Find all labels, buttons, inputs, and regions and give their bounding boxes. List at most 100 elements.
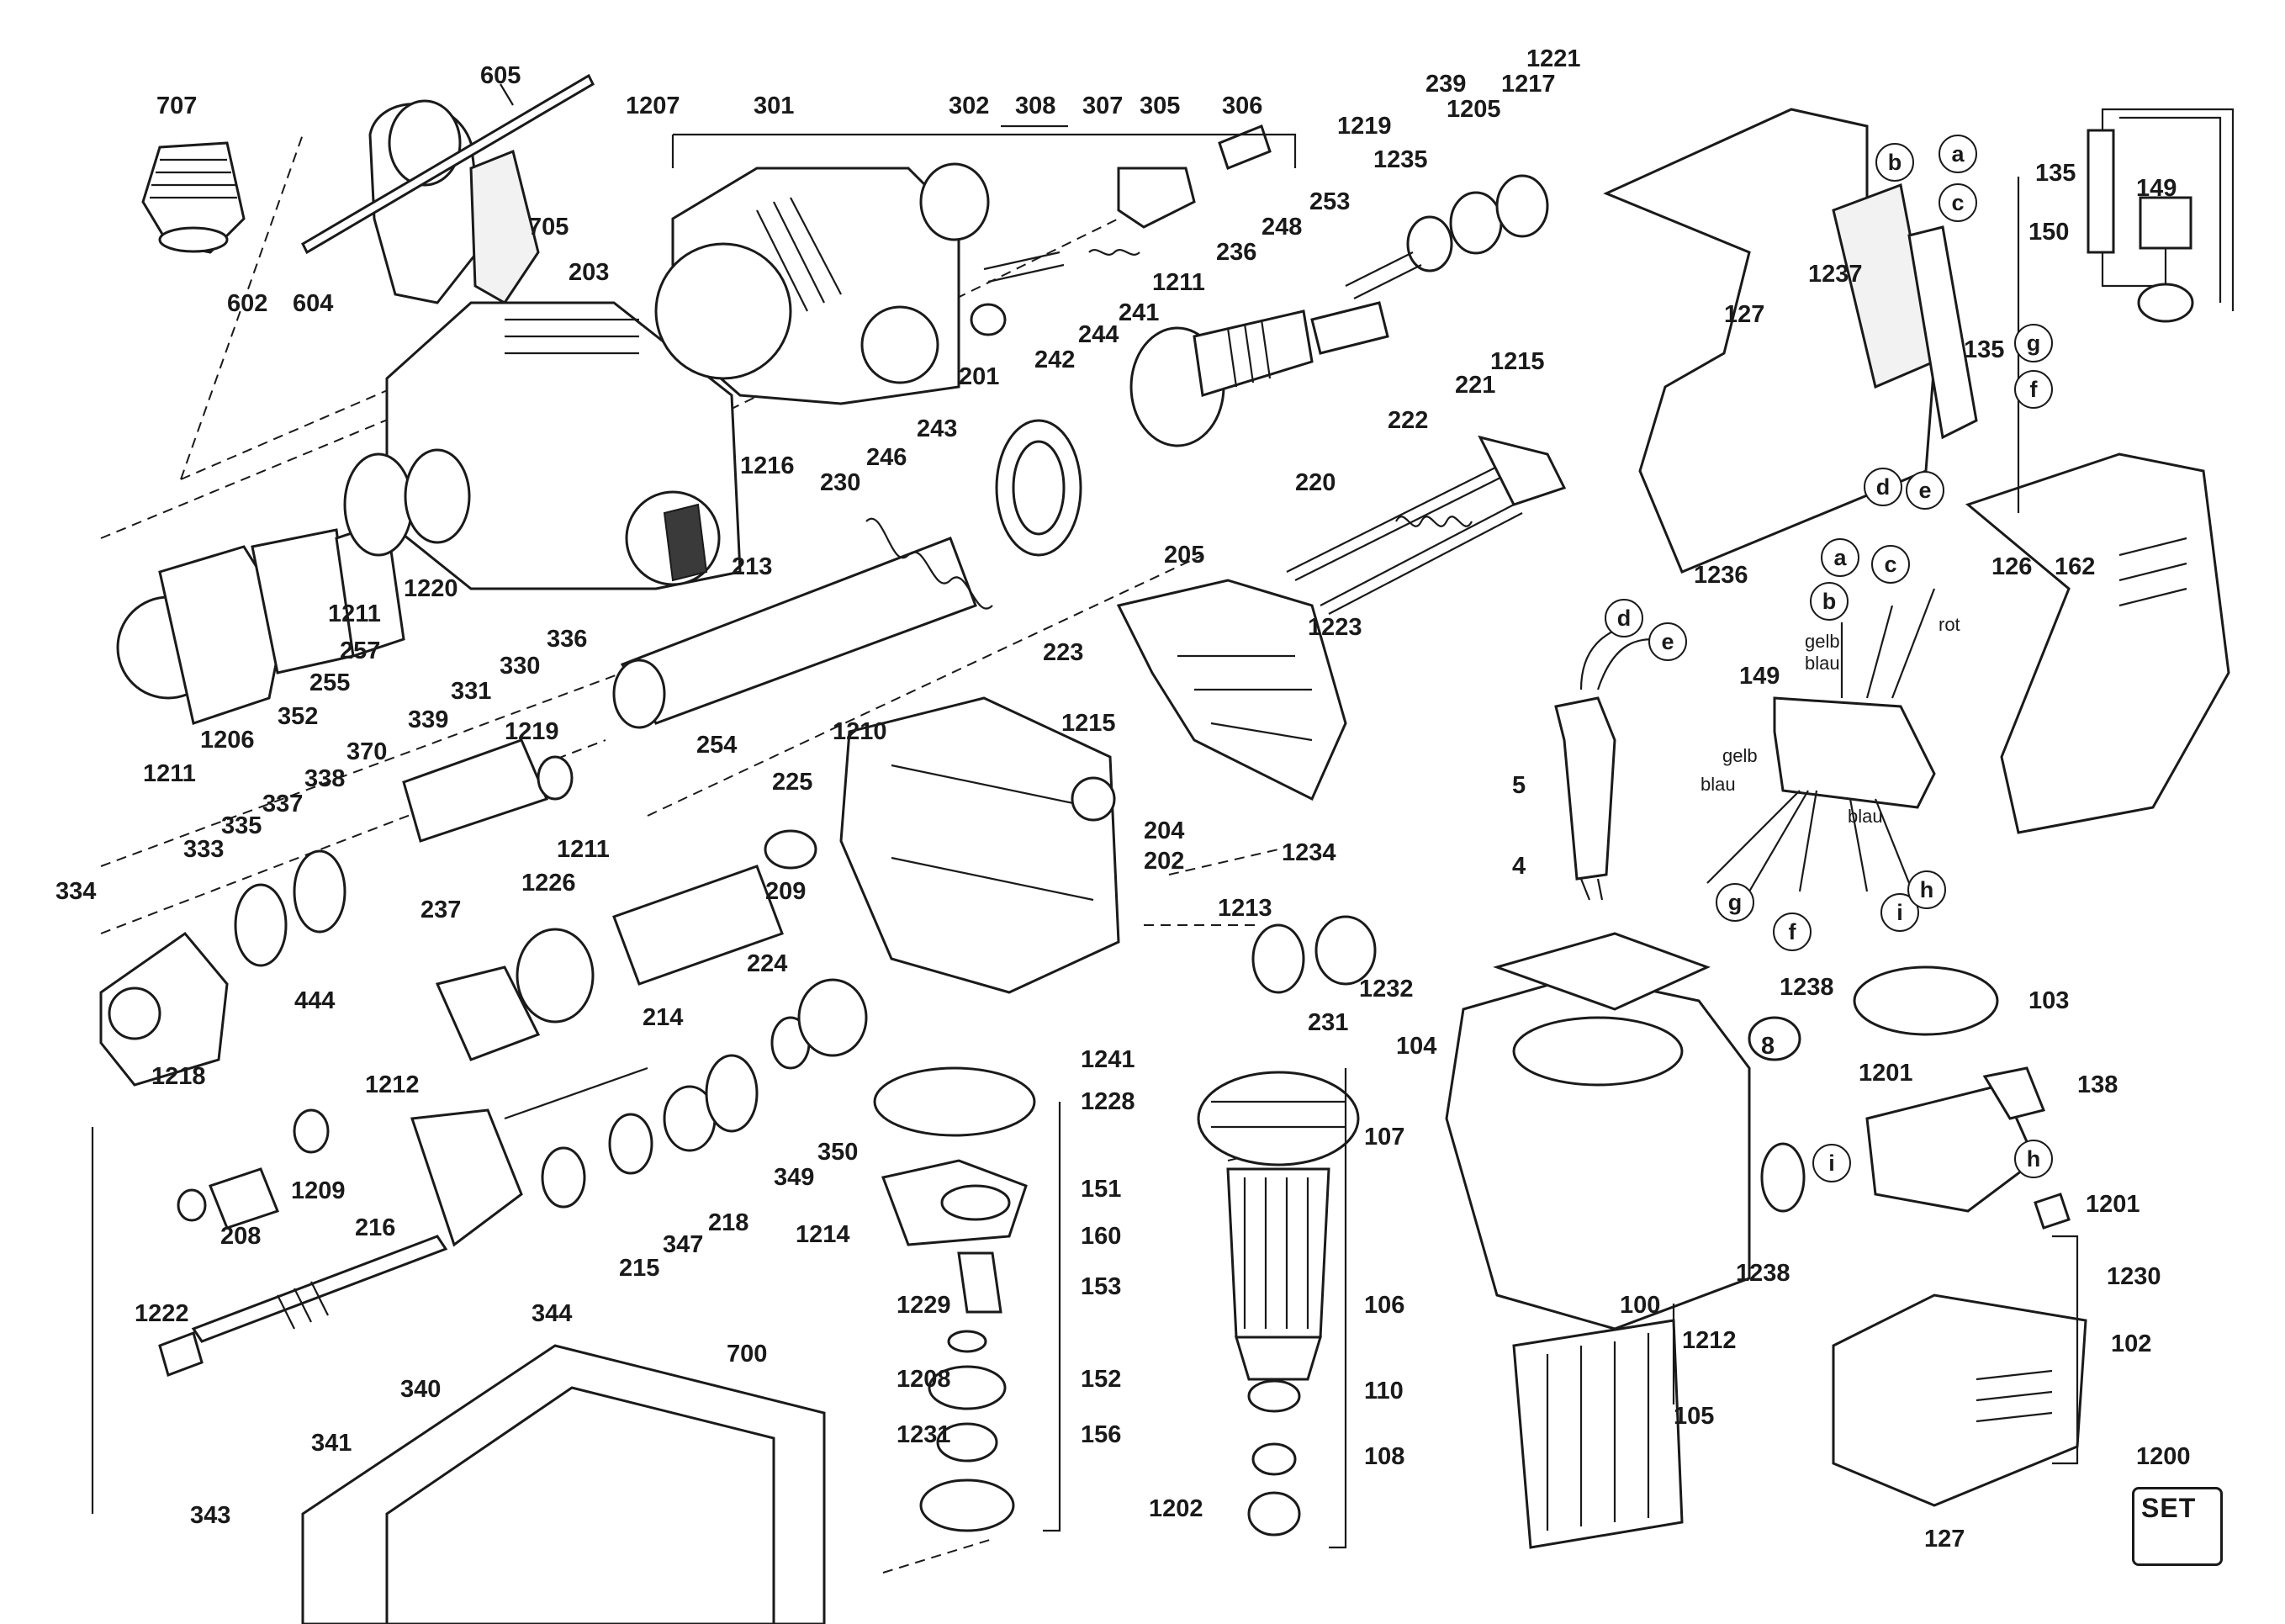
part-label: 242 [1034,346,1076,373]
part-label: 335 [221,812,262,839]
part-label: 205 [1164,542,1205,569]
part-label: 1219 [505,718,559,745]
part-label: 1202 [1149,1495,1203,1522]
connector-badge: g [1716,883,1754,922]
part-label: 1216 [740,452,795,479]
part-label: 246 [866,444,907,471]
part-label: 237 [421,897,462,923]
part-label: 337 [262,791,304,817]
part-label: 1230 [2107,1263,2161,1290]
part-label: 1211 [328,600,381,627]
connector-badge: i [1812,1144,1851,1182]
bushing-208 [177,1108,330,1230]
part-label: 225 [772,769,813,796]
part-label: 1218 [151,1063,206,1090]
part-label: 305 [1140,93,1181,119]
part-label: 1212 [1682,1327,1737,1354]
part-label: 138 [2077,1071,2118,1098]
tool-holder-334 [99,738,574,1087]
gear-block-301 [654,162,990,405]
part-label: 105 [1674,1403,1715,1430]
connector-badge: d [1605,599,1643,637]
springs-upper [970,124,1272,336]
part-label: 604 [293,290,334,317]
bearing-plate-231 [1251,915,1377,994]
part-label: 255 [309,669,351,696]
part-label: 344 [532,1300,573,1327]
connector-badge: e [1906,471,1944,510]
part-label: 1207 [626,93,680,119]
part-label: 444 [294,987,336,1014]
part-label: 1226 [521,870,576,897]
part-label: 334 [56,878,97,905]
connector-badge: h [1907,870,1946,909]
drive-shaft-341 [158,1066,648,1377]
part-label: 244 [1078,321,1119,348]
part-label: 1211 [557,836,610,863]
switch-schematic [2087,108,2235,323]
part-label: 343 [190,1502,231,1529]
set-badge: SET [2132,1487,2223,1566]
connector-badge: b [1810,582,1849,621]
connector-badge: h [2014,1140,2053,1178]
part-label: 1201 [1859,1060,1913,1087]
part-label: 707 [156,93,198,119]
part-label: 127 [1924,1526,1965,1553]
part-label: 350 [817,1139,859,1166]
part-label: 1201 [2086,1191,2140,1218]
part-label: 1215 [1490,348,1545,375]
part-label: 151 [1081,1176,1122,1203]
part-label: 1237 [1808,261,1863,288]
part-label: 1234 [1282,839,1336,866]
wire-label: blau [1701,774,1736,795]
part-label: 204 [1144,817,1185,844]
part-label: 1238 [1736,1260,1790,1287]
piston-group-209 [435,829,817,1061]
part-label: 1206 [200,727,255,754]
part-label: 126 [1991,553,2033,580]
end-cap-102 [1832,1293,2087,1507]
part-label: 150 [2028,219,2070,246]
part-label: 605 [480,62,521,89]
part-label: 336 [547,626,588,653]
part-label: 1212 [365,1071,420,1098]
connector-badge: g [2014,324,2053,362]
part-label: 239 [1425,71,1467,98]
connector-badge: c [1939,183,1977,222]
intermediate-flange-1210 [839,696,1120,994]
part-label: 1214 [796,1221,850,1248]
part-label: 1209 [291,1177,346,1204]
part-label: 135 [2035,160,2076,187]
cable-sleeve-5 [1554,622,1658,901]
part-label: 149 [2136,175,2177,202]
part-label: 349 [774,1164,815,1191]
part-label: 4 [1512,853,1526,880]
wire-label: gelb [1805,631,1840,652]
part-label: 100 [1620,1292,1661,1319]
gearbox-flange-151 [873,1066,1036,1532]
part-label: 108 [1364,1443,1405,1470]
armature-106 [1197,1071,1360,1537]
wire-label: gelb [1722,745,1758,766]
gear-housing-203 [385,301,742,590]
part-label: 248 [1262,214,1303,241]
part-label: 1220 [404,575,458,602]
part-label: 231 [1308,1009,1349,1036]
part-label: 341 [311,1430,352,1457]
part-label: 306 [1222,93,1263,119]
part-label: 1231 [897,1421,951,1448]
part-label: 214 [643,1004,684,1031]
carrying-case-700 [301,1344,826,1624]
part-label: 1210 [833,718,887,745]
nose-sleeve-group [116,448,471,725]
wire-label: rot [1939,614,1960,635]
clutch-group-218 [541,978,868,1209]
part-label: 1221 [1526,45,1581,72]
part-label: 241 [1119,299,1160,326]
brush-holder-138 [1853,965,2071,1230]
part-label: 221 [1455,372,1496,399]
keyless-chuck-707 [141,141,246,254]
part-label: 1235 [1373,146,1428,173]
